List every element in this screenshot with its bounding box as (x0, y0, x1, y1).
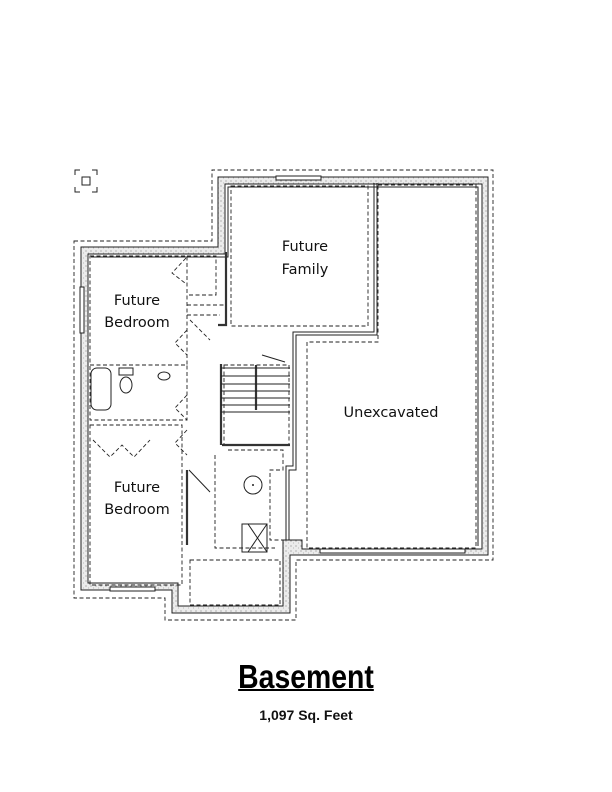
corner-marker-icon (74, 169, 98, 193)
footing-outline (73, 169, 494, 621)
closet-outline (187, 255, 225, 316)
cold-storage-outline (189, 559, 281, 606)
bathtub-icon (90, 367, 112, 411)
inner-wall-line (91, 186, 479, 546)
window-left (79, 286, 85, 334)
wall-line (288, 183, 378, 540)
bath-outline (89, 364, 188, 421)
unexcavated-outline (306, 184, 477, 549)
window-bottom (109, 586, 156, 592)
furnace-icon (241, 523, 268, 553)
room-label-bedroom-1: Future (114, 293, 160, 309)
toilet-tank-icon (118, 367, 134, 376)
door-swing (92, 257, 286, 493)
utility-outline (214, 449, 290, 549)
water-heater-icon (243, 475, 263, 495)
window-right (319, 548, 466, 554)
wall-line (285, 183, 375, 540)
stairs (219, 364, 290, 447)
room-label-family: Future (282, 239, 328, 255)
room-label-bedroom-2: Future (114, 480, 160, 496)
room-label-unexcavated: Unexcavated (344, 405, 439, 421)
room-label-family: Family (282, 262, 329, 278)
room-label-bedroom-2: Bedroom (104, 502, 170, 518)
window-top (275, 175, 322, 181)
plan-title: Basement (238, 658, 374, 695)
square-footage: 1,097 Sq. Feet (259, 707, 353, 723)
interior-wall (218, 252, 228, 327)
toilet-icon (119, 376, 133, 394)
room-label-bedroom-1: Bedroom (104, 315, 170, 331)
family-room-outline (230, 185, 369, 327)
sink-icon (157, 371, 171, 381)
bedroom-2-outline (89, 424, 183, 586)
